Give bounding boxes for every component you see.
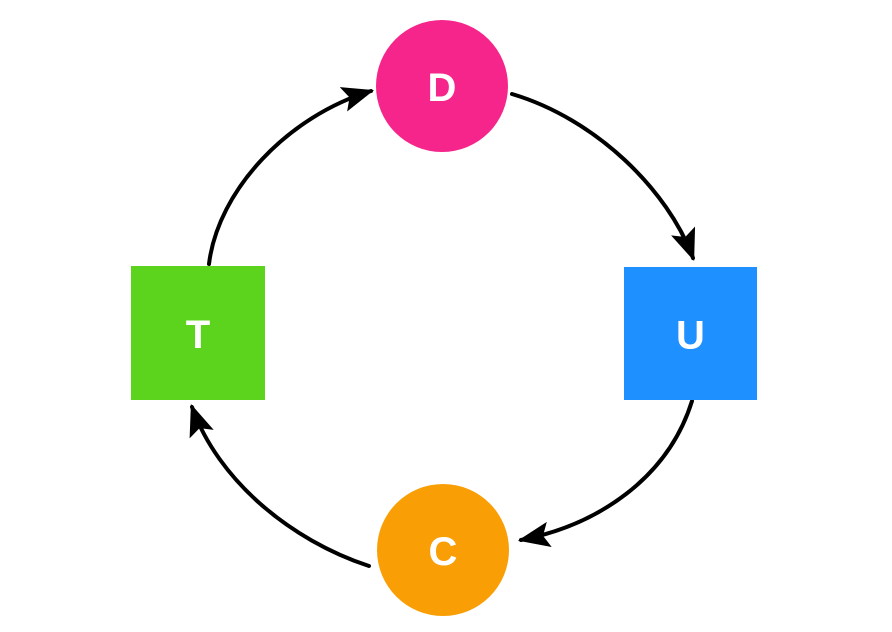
edge-t-to-d[interactable]: [207, 87, 375, 266]
node-c[interactable]: C: [377, 484, 509, 616]
edge-u-to-c[interactable]: [517, 399, 694, 548]
node-t-square[interactable]: [131, 266, 265, 400]
edge-group: [189, 87, 696, 568]
node-d[interactable]: D: [376, 20, 508, 152]
node-u[interactable]: U: [624, 267, 757, 400]
node-u-square[interactable]: [624, 267, 757, 400]
edge-d-to-u[interactable]: [510, 92, 696, 262]
node-t[interactable]: T: [131, 266, 265, 400]
node-c-circle[interactable]: [377, 484, 509, 616]
node-d-circle[interactable]: [376, 20, 508, 152]
edge-c-to-t[interactable]: [189, 403, 371, 568]
